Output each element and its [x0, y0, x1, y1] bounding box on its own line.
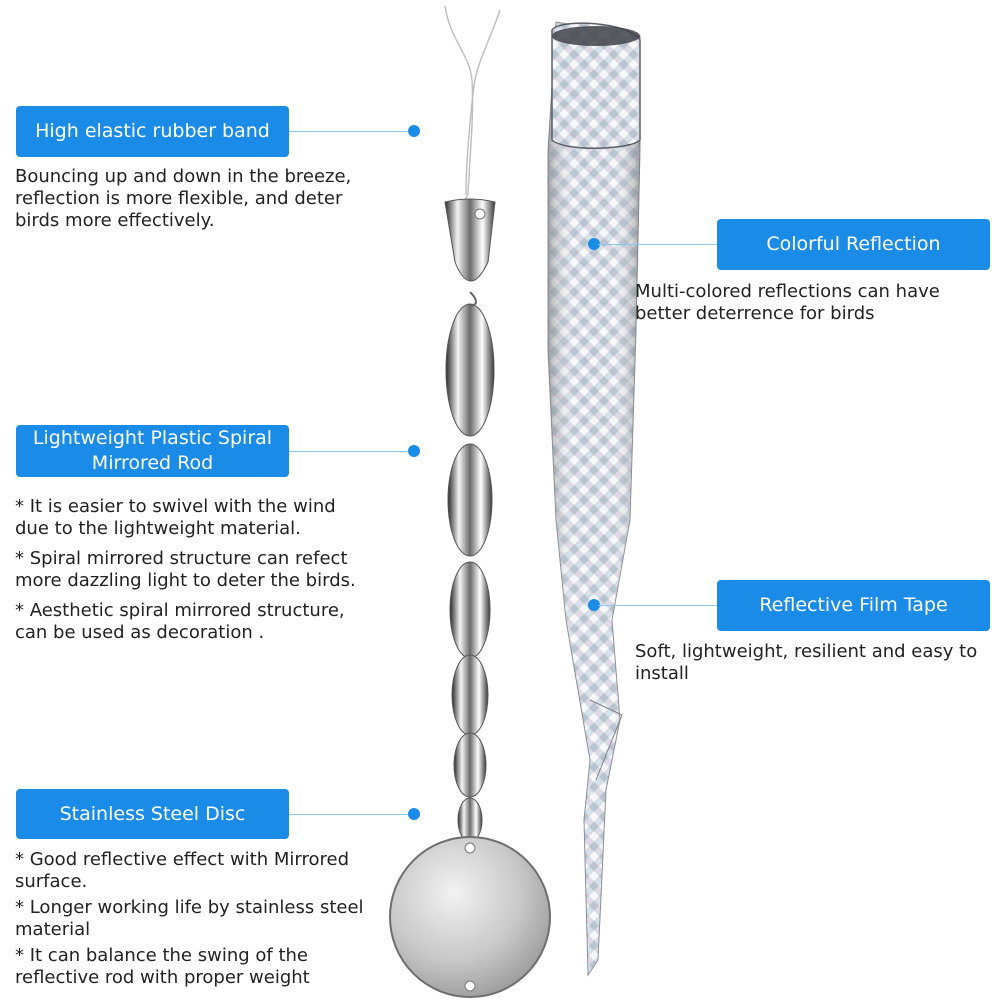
rubber-band-icon	[444, 5, 501, 215]
connector-dot-colorful-reflection	[588, 238, 600, 250]
desc-spiral-rod: * It is easier to swivel with the wind d…	[15, 496, 365, 652]
label-spiral-rod-title-line1: Lightweight Plastic Spiral	[32, 427, 273, 449]
connector-line-colorful-reflection	[598, 244, 718, 245]
desc-steel-disc-item-2: * Longer working life by stainless steel…	[15, 897, 364, 940]
desc-colorful-reflection-text: Multi-colored reflections can have bette…	[635, 281, 940, 324]
connector-line-film-tape	[598, 605, 718, 606]
label-rubber-band-title: High elastic rubber band	[35, 120, 270, 142]
desc-film-tape-text: Soft, lightweight, resilient and easy to…	[635, 641, 978, 684]
holographic-tape-icon	[547, 21, 641, 977]
steel-disc-icon	[389, 836, 551, 998]
connector-line-steel-disc	[289, 814, 414, 815]
label-rubber-band: High elastic rubber band	[16, 106, 289, 157]
label-film-tape-title: Reflective Film Tape	[759, 594, 948, 616]
desc-colorful-reflection: Multi-colored reflections can have bette…	[635, 281, 990, 333]
label-colorful-reflection: Colorful Reflection	[717, 219, 990, 270]
desc-spiral-rod-item-1: * It is easier to swivel with the wind d…	[15, 496, 336, 539]
desc-steel-disc-item-3: * It can balance the swing of the reflec…	[15, 945, 310, 988]
desc-spiral-rod-item-2: * Spiral mirrored structure can refect m…	[15, 548, 356, 591]
connector-dot-rubber-band	[408, 125, 420, 137]
desc-rubber-band-text: Bouncing up and down in the breeze, refl…	[15, 166, 352, 231]
label-spiral-rod-title-line2: Mirrored Rod	[91, 452, 214, 474]
label-steel-disc: Stainless Steel Disc	[16, 789, 289, 839]
connector-dot-spiral-rod	[408, 445, 420, 457]
desc-steel-disc-item-1: * Good reflective effect with Mirrored s…	[15, 849, 350, 892]
desc-spiral-rod-item-3: * Aesthetic spiral mirrored structure, c…	[15, 600, 345, 643]
spiral-rod-icon	[444, 198, 496, 857]
label-film-tape: Reflective Film Tape	[717, 580, 990, 631]
desc-steel-disc: * Good reflective effect with Mirrored s…	[15, 849, 385, 989]
connector-dot-steel-disc	[408, 808, 420, 820]
connector-line-rubber-band	[289, 131, 414, 132]
desc-film-tape: Soft, lightweight, resilient and easy to…	[635, 641, 995, 693]
desc-rubber-band: Bouncing up and down in the breeze, refl…	[15, 166, 365, 240]
label-colorful-reflection-title: Colorful Reflection	[766, 233, 941, 255]
label-steel-disc-title: Stainless Steel Disc	[59, 802, 246, 825]
connector-dot-film-tape	[588, 599, 600, 611]
connector-line-spiral-rod	[289, 451, 414, 452]
label-spiral-rod: Lightweight Plastic Spiral Mirrored Rod	[16, 425, 289, 477]
